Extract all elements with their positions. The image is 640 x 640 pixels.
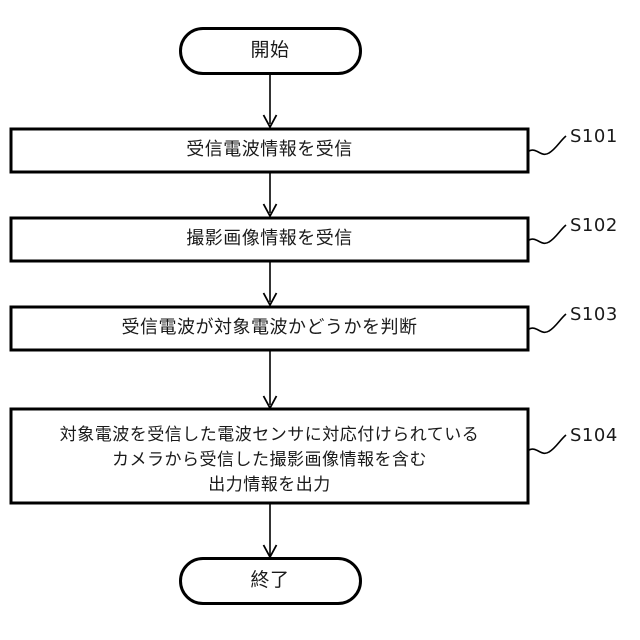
s101-node-shape[interactable] [9, 127, 530, 174]
end-node-label: 終了 [250, 569, 290, 591]
s101-node-label: 受信電波情報を受信 [186, 139, 353, 160]
s104-node-label-line-3: 出力情報を出力 [208, 475, 331, 495]
start-node-label: 開始 [250, 39, 290, 61]
s104-node-label-line-1: 対象電波を受信した電波センサに対応付けられている [59, 425, 480, 445]
s103-node-shape[interactable] [9, 305, 530, 352]
arrowhead-s102-to-s103 [262, 292, 278, 307]
end-node-shape[interactable] [179, 557, 362, 605]
leader-line-s102 [528, 224, 567, 245]
step-tag-s102: S102 [570, 215, 618, 236]
s104-node-label: 対象電波を受信した電波センサに対応付けられている カメラから受信した撮影画像情報… [11, 423, 528, 498]
arrowhead-start-to-s101 [262, 114, 278, 129]
step-tag-s104: S104 [570, 425, 618, 446]
arrowhead-s101-to-s102 [262, 203, 278, 218]
step-tag-s101: S101 [570, 126, 618, 147]
leader-line-s101 [528, 135, 567, 156]
s104-node-shape[interactable] [9, 407, 530, 505]
step-tag-s103: S103 [570, 304, 618, 325]
leader-line-s103 [528, 313, 567, 334]
leader-line-s104 [528, 434, 567, 455]
s104-node-label-line-2: カメラから受信した撮影画像情報を含む [112, 450, 427, 470]
s102-node-label: 撮影画像情報を受信 [186, 228, 353, 249]
s103-node-label: 受信電波が対象電波かどうかを判断 [121, 317, 418, 338]
